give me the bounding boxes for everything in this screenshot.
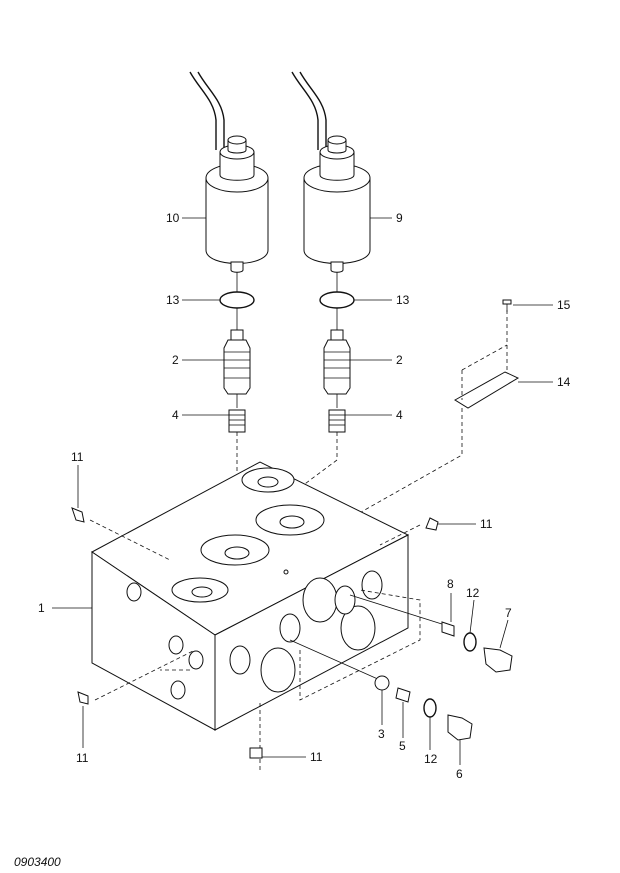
callout-13-right: 13 (396, 293, 410, 307)
callout-2-left: 2 (172, 353, 179, 367)
solenoid-coil-right (291, 71, 371, 273)
callout-11-right: 11 (480, 517, 493, 531)
callout-8: 8 (447, 577, 454, 591)
callout-12-top: 12 (466, 586, 480, 600)
callout-10: 10 (166, 211, 180, 225)
callout-1: 1 (38, 601, 45, 615)
callout-7: 7 (505, 606, 512, 620)
callout-4-right: 4 (396, 408, 403, 422)
callout-11-bottom: 11 (310, 750, 323, 764)
callout-11-top-left: 11 (71, 450, 84, 464)
o-rings-13 (219, 272, 355, 330)
callout-6: 6 (456, 767, 463, 781)
valve-block (89, 461, 421, 770)
callout-9: 9 (396, 211, 403, 225)
valve-spools-2 (223, 329, 351, 395)
callout-5: 5 (399, 739, 406, 753)
callout-15: 15 (557, 298, 571, 312)
callout-4-left: 4 (172, 408, 179, 422)
screws-11 (71, 507, 439, 759)
callout-2-right: 2 (396, 353, 403, 367)
callout-11-bottom-left: 11 (76, 751, 89, 765)
solenoid-coil-left (189, 71, 269, 273)
callout-14: 14 (557, 375, 571, 389)
plugs-and-seals (289, 594, 513, 741)
callout-numbers: 10 9 13 13 2 2 4 4 15 14 1 11 11 11 11 3… (38, 211, 571, 781)
callout-12-bottom: 12 (424, 752, 438, 766)
callout-13-left: 13 (166, 293, 180, 307)
leader-lines (52, 217, 553, 765)
drawing-code: 0903400 (14, 855, 61, 869)
callout-3: 3 (378, 727, 385, 741)
